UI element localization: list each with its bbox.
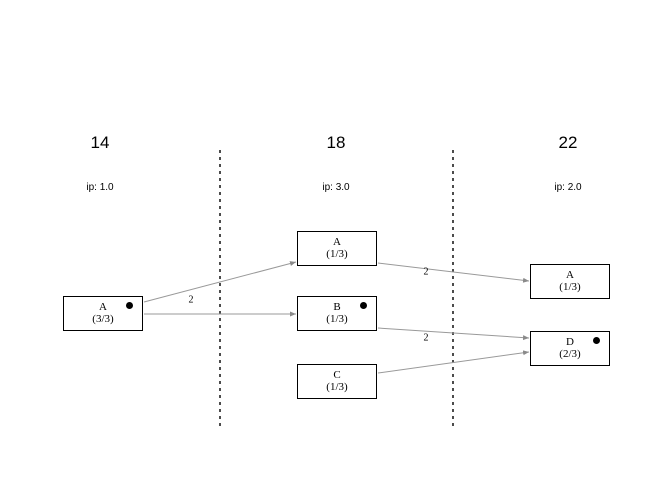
edge-n1-to-n4 <box>377 262 530 283</box>
node-n2-b[interactable]: B(1/3) <box>297 296 377 331</box>
node-fraction-label: (1/3) <box>326 247 348 260</box>
marker-dot-icon <box>593 337 600 344</box>
column-ip-label-0: ip: 1.0 <box>86 182 114 193</box>
column-ip-label-2: ip: 2.0 <box>554 182 582 193</box>
node-name-label: A <box>566 268 574 281</box>
edge-n3-to-n5 <box>377 350 530 374</box>
node-name-label: C <box>333 368 341 381</box>
edge-label-n1-to-n4: 2 <box>423 266 429 278</box>
column-ip-label-1: ip: 3.0 <box>322 182 350 193</box>
column-header-1: 18 <box>326 133 346 152</box>
node-fraction-label: (1/3) <box>326 312 348 325</box>
marker-dot-icon <box>126 302 133 309</box>
column-header-0: 14 <box>90 133 110 152</box>
node-name-label: D <box>566 335 574 348</box>
node-n0-a[interactable]: A(3/3) <box>63 296 143 331</box>
node-name-label: A <box>333 235 341 248</box>
edge-label-n0-to-n1: 2 <box>188 294 194 306</box>
node-n1-a[interactable]: A(1/3) <box>297 231 377 266</box>
node-fraction-label: (2/3) <box>559 347 581 360</box>
edge-label-n2-to-n5: 2 <box>423 332 429 344</box>
edge-n0-to-n1 <box>143 261 297 303</box>
node-name-label: A <box>99 300 107 313</box>
node-fraction-label: (1/3) <box>559 280 581 293</box>
node-n5-d[interactable]: D(2/3) <box>530 331 610 366</box>
node-n4-a[interactable]: A(1/3) <box>530 264 610 299</box>
marker-dot-icon <box>360 302 367 309</box>
edge-n2-to-n5 <box>377 327 530 341</box>
node-fraction-label: (1/3) <box>326 380 348 393</box>
node-n3-c[interactable]: C(1/3) <box>297 364 377 399</box>
node-fraction-label: (3/3) <box>92 312 114 325</box>
column-header-2: 22 <box>558 133 578 152</box>
node-name-label: B <box>333 300 341 313</box>
